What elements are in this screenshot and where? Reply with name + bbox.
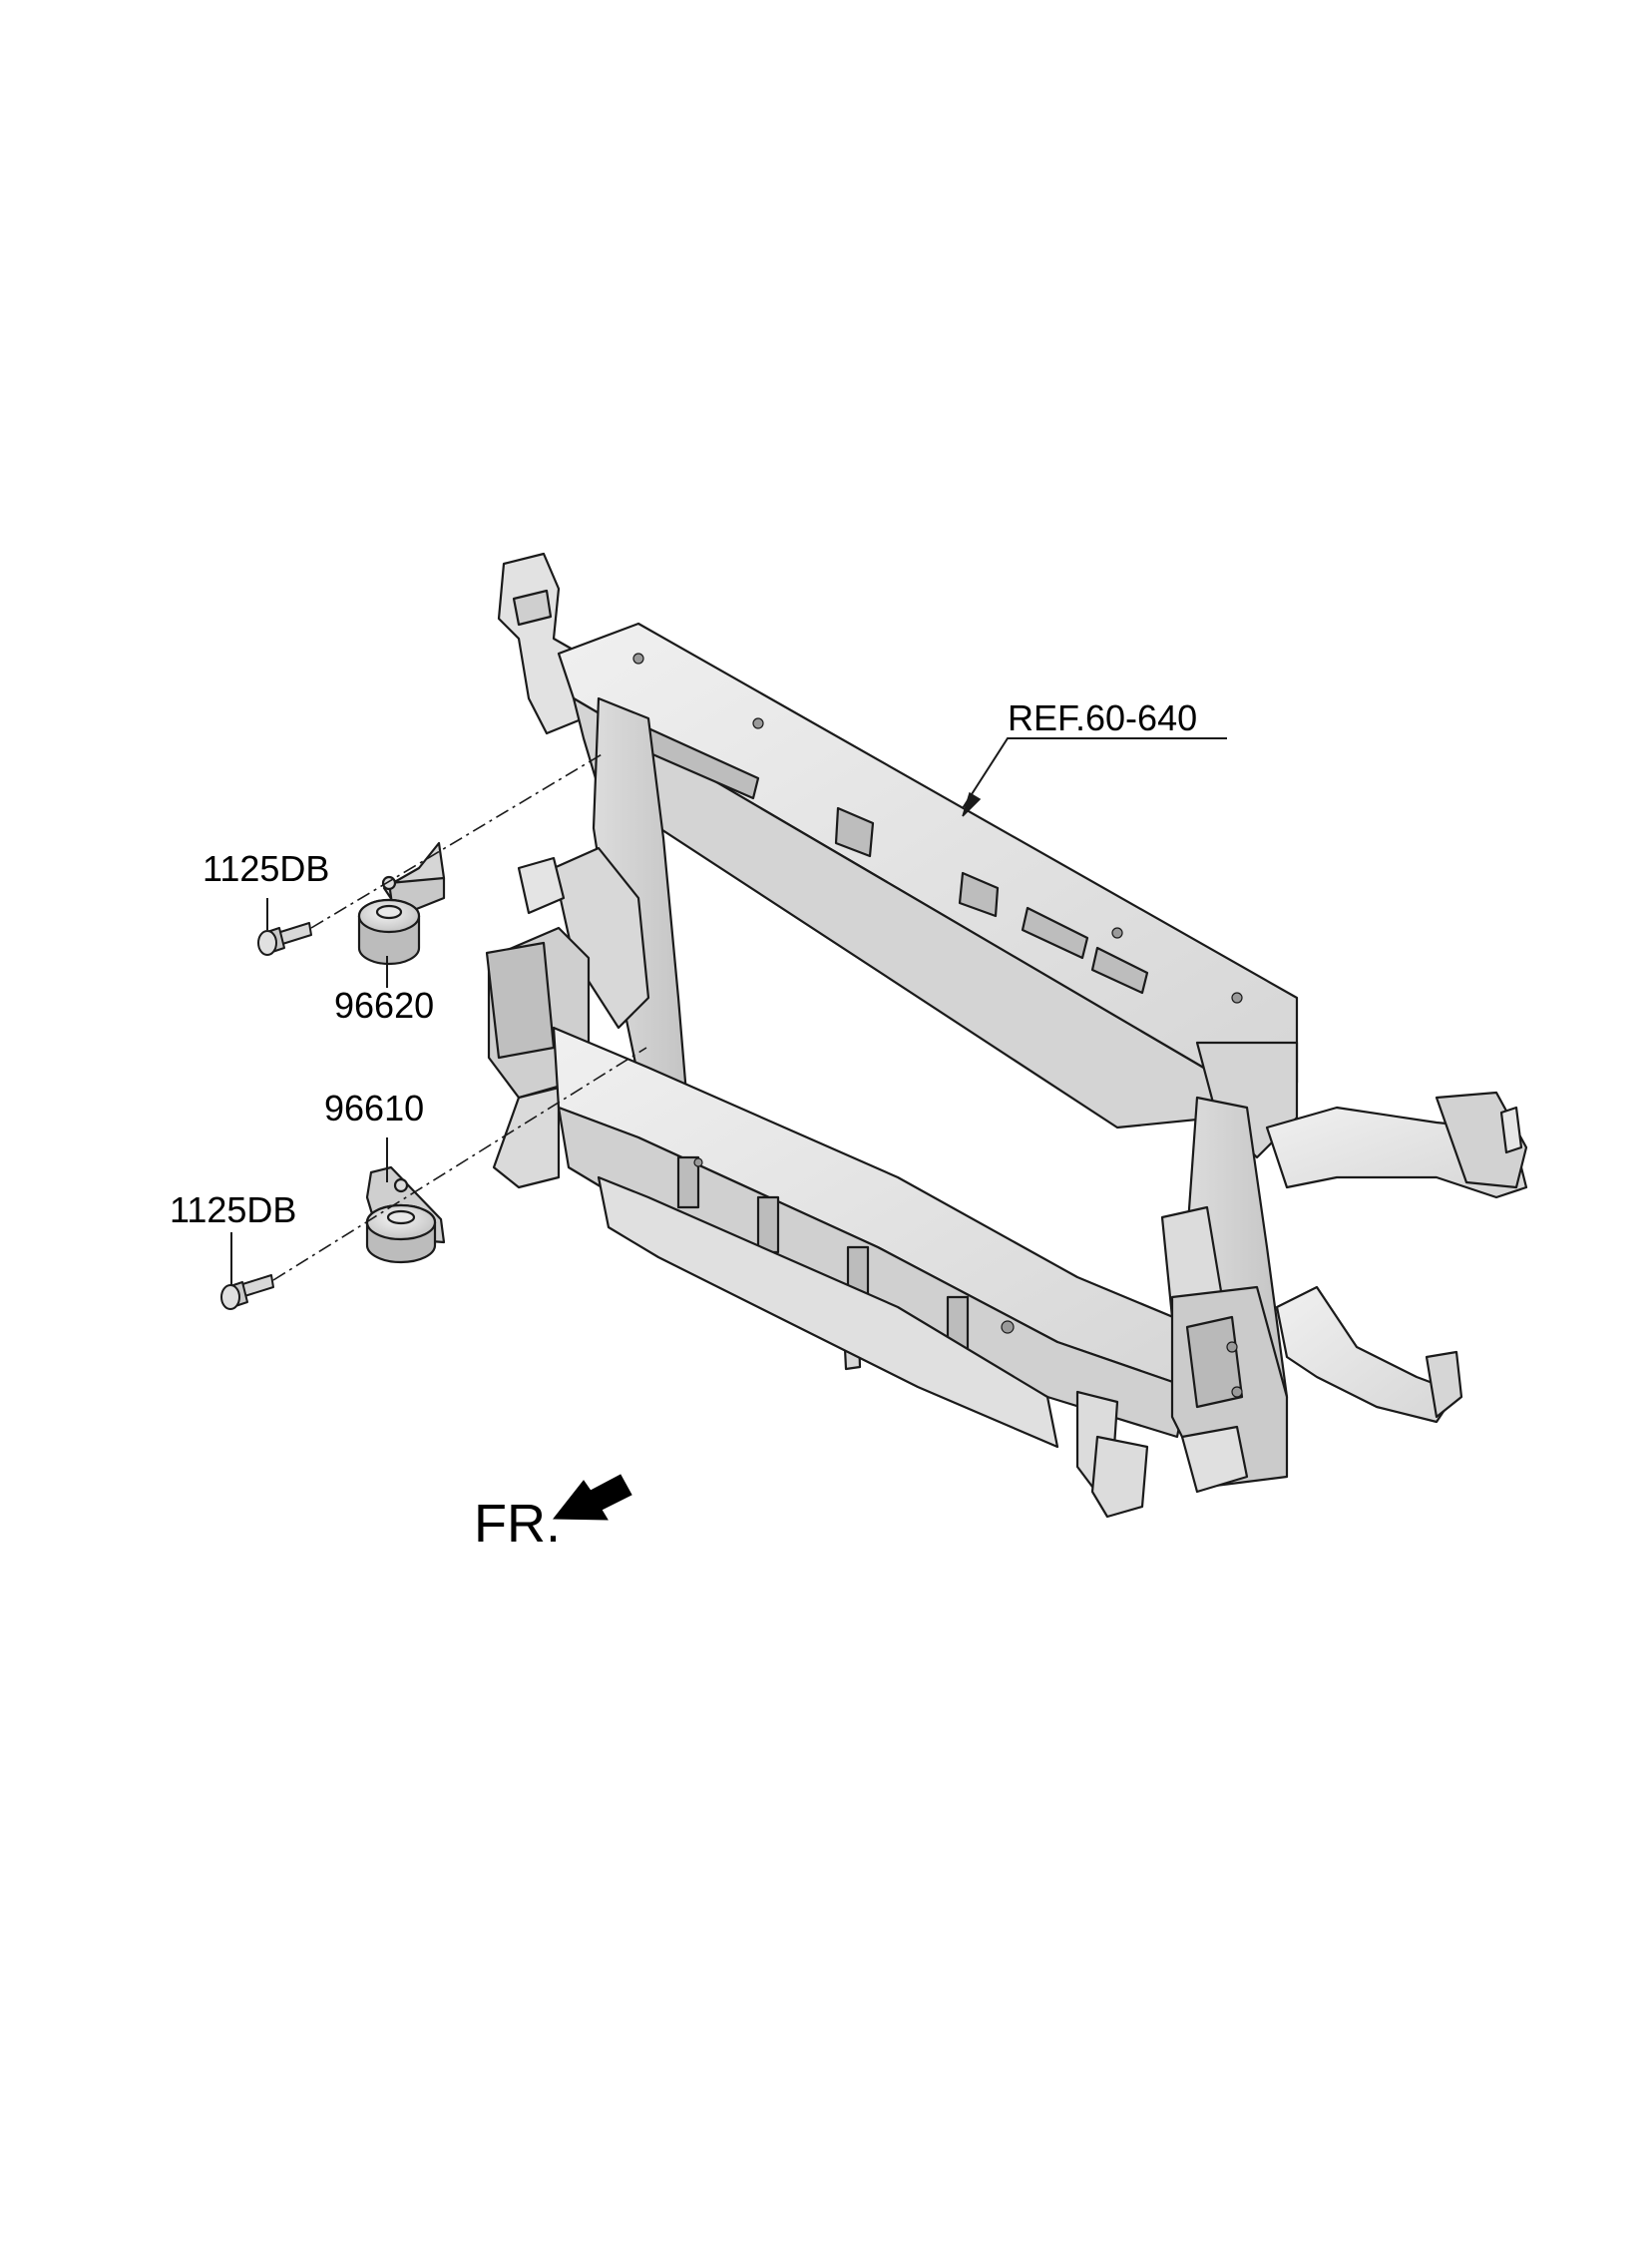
leader-lines xyxy=(230,737,1227,1285)
lower-bolt-part xyxy=(220,1274,274,1310)
lower-bolt-label: 1125DB xyxy=(170,1189,297,1230)
upper-bolt-part xyxy=(257,922,312,956)
radiator-support-panel xyxy=(485,552,1528,1519)
front-direction-label: FR. xyxy=(474,1494,561,1554)
horn-high-part xyxy=(357,841,446,966)
ref-arrowhead xyxy=(962,791,982,817)
alignment-lines xyxy=(272,752,647,1281)
lower-horn-label: 96610 xyxy=(324,1088,425,1128)
upper-bolt-label: 1125DB xyxy=(203,848,330,889)
ref-label: REF.60-640 xyxy=(1008,697,1198,738)
front-arrow-icon xyxy=(552,1474,632,1521)
upper-horn-label: 96620 xyxy=(334,985,435,1026)
horn-low-part xyxy=(365,1165,446,1264)
panel-details xyxy=(632,653,1243,1398)
